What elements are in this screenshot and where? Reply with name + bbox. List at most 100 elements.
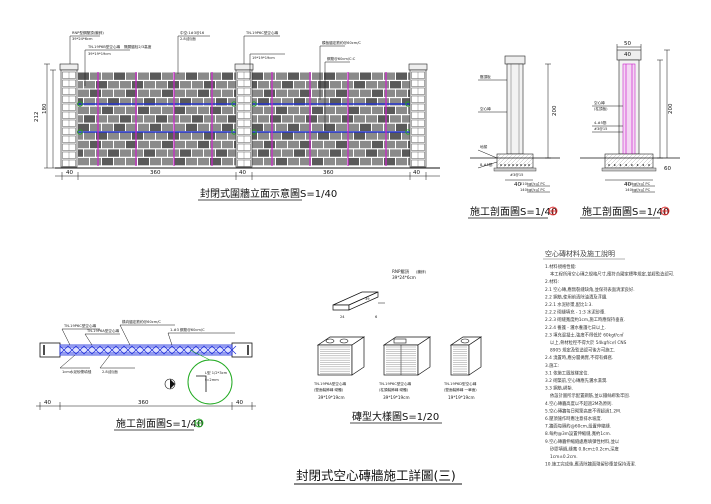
dim-span-2: 360 — [323, 170, 334, 176]
brick — [384, 157, 395, 166]
rebar-dot — [500, 164, 502, 166]
brick — [354, 132, 365, 140]
brick — [288, 106, 299, 115]
pillar-right — [408, 63, 428, 168]
brick — [360, 157, 371, 166]
elevation-dim-lines — [44, 63, 440, 180]
brick — [252, 106, 263, 115]
brick — [318, 115, 329, 123]
brick — [132, 132, 143, 140]
rebar-dot — [504, 164, 506, 166]
brick — [90, 72, 101, 80]
brick — [192, 115, 203, 123]
note-line: 3.施工: — [545, 362, 559, 369]
brick — [276, 157, 287, 166]
plan-callout-anchor: 橫向錨定筋約@60cm/C — [122, 319, 161, 324]
brick-c-name: TN-19P6C型空心磚 — [378, 381, 411, 386]
brick — [402, 98, 410, 106]
rebar-dot — [516, 164, 518, 166]
brick — [264, 140, 275, 149]
anchor-mark — [77, 101, 83, 107]
brick — [390, 115, 401, 123]
brick — [336, 123, 347, 132]
note-line: 以上,骨材粒徑不得大於 54kgf/c㎡ CNS — [550, 339, 627, 346]
brick — [408, 106, 410, 115]
brick — [84, 132, 95, 140]
brick-a-drawing — [316, 336, 366, 376]
brick — [138, 106, 149, 115]
section-a-callout-cap: 壓頂板 — [480, 74, 491, 79]
cap-dim-length: 39 — [365, 297, 370, 301]
brick — [114, 157, 125, 166]
rebar-dot — [636, 164, 639, 166]
brick — [318, 149, 329, 157]
brick — [324, 123, 335, 132]
brick — [192, 98, 203, 106]
brick — [78, 115, 83, 123]
brick — [108, 115, 119, 123]
brick — [132, 149, 143, 157]
brick — [180, 81, 191, 89]
callout-section: 2.8(剖)面 — [180, 36, 196, 41]
elevation-leaders — [69, 35, 350, 130]
hatch-line — [604, 153, 618, 167]
section-b-callout-cap: (柱頂板) — [594, 106, 608, 111]
brick — [366, 98, 377, 106]
brick — [318, 132, 329, 140]
brick — [108, 81, 119, 89]
brick — [318, 81, 329, 89]
brick — [396, 157, 407, 166]
brick — [264, 157, 275, 166]
brick — [204, 81, 215, 89]
brick — [84, 149, 95, 157]
brick — [324, 157, 335, 166]
brick — [330, 98, 341, 106]
hatch-line — [614, 153, 630, 169]
brick — [138, 140, 149, 149]
section-a-callout-stirrup: #3@15 — [510, 173, 523, 177]
brick — [198, 72, 209, 80]
brick — [348, 72, 359, 80]
brick — [126, 140, 137, 149]
brick — [192, 132, 203, 140]
bricks-caption: 磚型大樣圖S=1/20 — [352, 410, 439, 423]
brick — [324, 72, 335, 80]
brick — [138, 72, 149, 80]
brick — [378, 132, 389, 140]
brick — [306, 149, 317, 157]
brick — [282, 115, 293, 123]
brick — [216, 149, 227, 157]
brick — [402, 81, 410, 89]
section-b: 50 40 200 60 40 空心磚 (柱頂板) 4-#5筋 #3@15 21… — [580, 41, 680, 219]
brick — [222, 123, 233, 132]
section-a-caption: 施工剖面圖S=1/40 — [470, 205, 557, 218]
brick — [384, 140, 395, 149]
brick — [198, 140, 209, 149]
brick — [222, 89, 233, 97]
brick — [378, 81, 389, 89]
brick — [306, 98, 317, 106]
brick — [384, 106, 395, 115]
brick — [372, 140, 383, 149]
brick — [114, 123, 125, 132]
brick — [306, 132, 317, 140]
section-b-marker — [660, 206, 670, 216]
brick — [276, 140, 287, 149]
brick — [330, 132, 341, 140]
brick — [102, 157, 113, 166]
hatch-line — [526, 161, 534, 169]
brick — [126, 72, 137, 80]
brick — [336, 89, 347, 97]
brick — [252, 81, 257, 89]
brick — [360, 123, 371, 132]
section-b-dim-inner: 40 — [624, 52, 631, 58]
callout-anchor-spacing: 模板錨定筋約@60cm/C — [322, 40, 361, 45]
brick — [180, 115, 191, 123]
cap-block: 6 24 39 — [332, 291, 385, 319]
brick — [354, 115, 365, 123]
brick — [150, 157, 161, 166]
brick — [78, 89, 89, 97]
brick — [300, 157, 311, 166]
